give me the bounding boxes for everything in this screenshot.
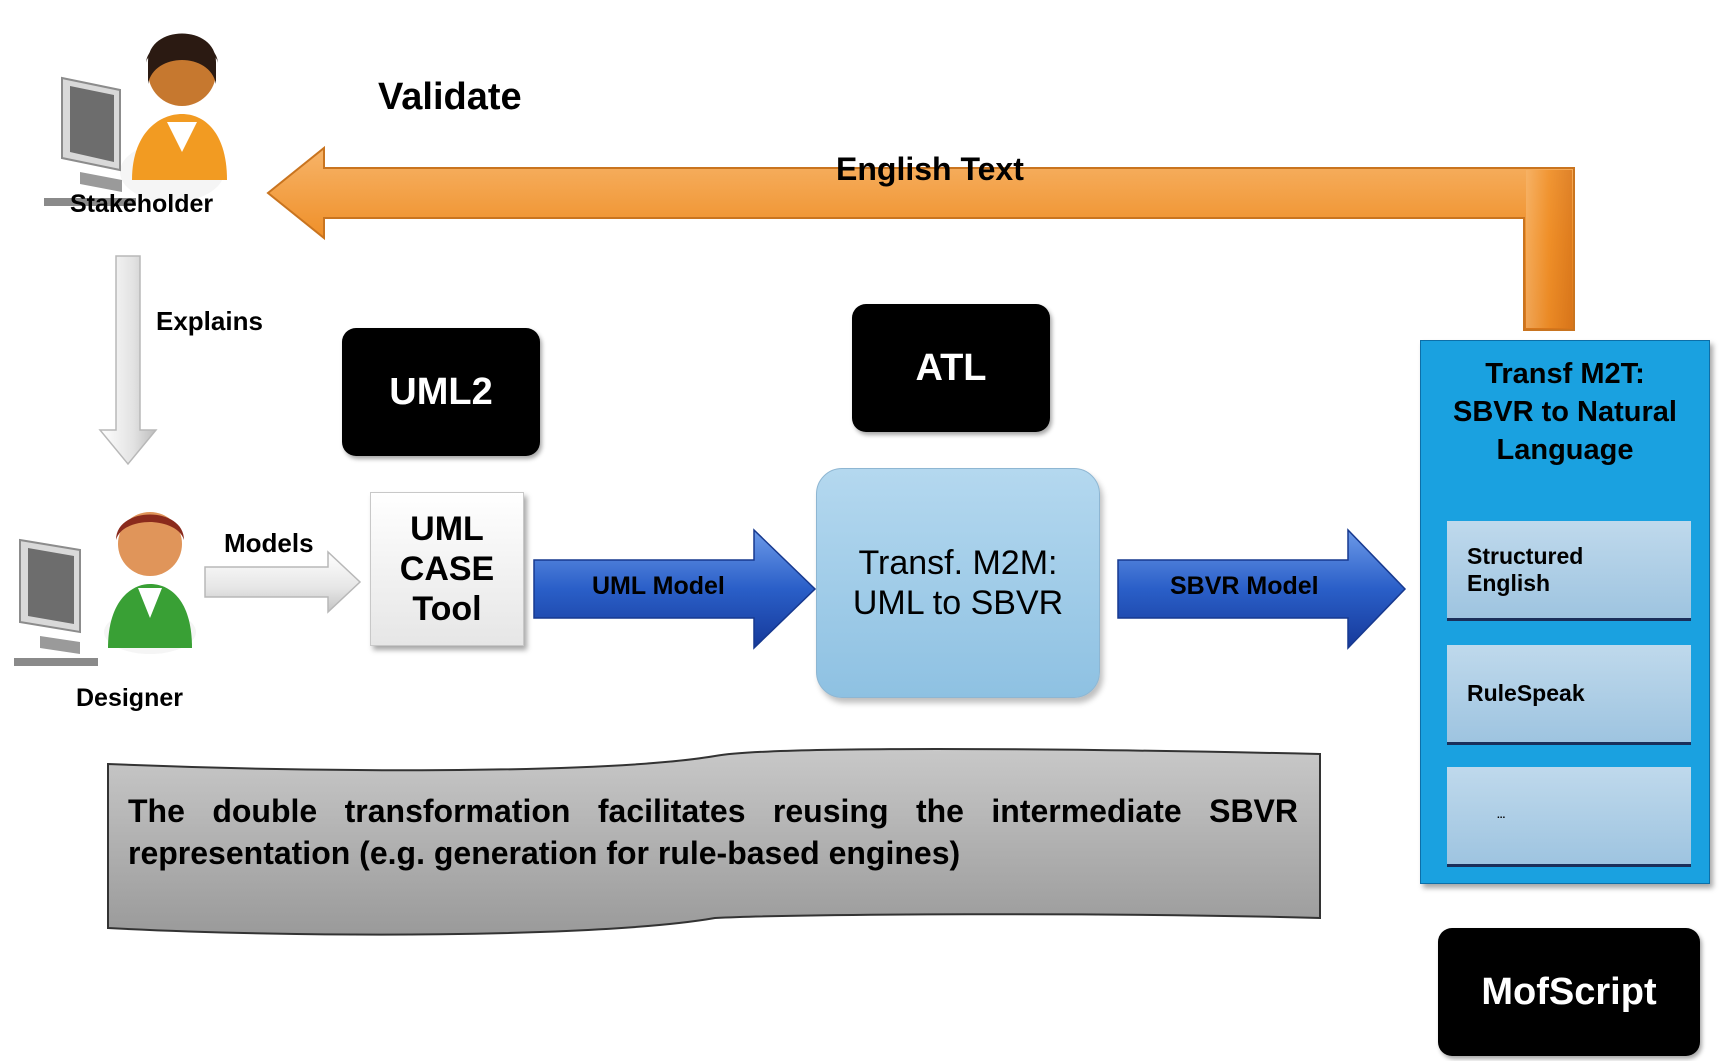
stakeholder-label: Stakeholder — [70, 190, 214, 218]
designer-label: Designer — [76, 684, 183, 712]
english-text-label: English Text — [836, 151, 1024, 187]
notation-other: ... — [1447, 767, 1691, 867]
note-text: The double transformation facilitates re… — [128, 793, 1298, 871]
explains-arrow — [98, 255, 158, 466]
notation-other-label: ... — [1497, 810, 1506, 821]
notation-structured-english: Structured English — [1447, 521, 1691, 621]
validate-arrow — [266, 145, 1575, 331]
atl-badge: ATL — [852, 304, 1050, 432]
uml-case-tool-node: UML CASE Tool — [370, 492, 524, 646]
stakeholder-icon — [44, 33, 227, 206]
notation-structured-english-line2: English — [1467, 569, 1551, 596]
uml2-badge: UML2 — [342, 328, 540, 456]
explains-label: Explains — [156, 306, 263, 336]
uml-case-tool-line2: CASE — [399, 550, 495, 588]
atl-badge-label: ATL — [915, 346, 987, 389]
m2m-line2: UML to SBVR — [852, 584, 1064, 622]
m2m-line1: Transf. M2M: — [858, 544, 1058, 582]
uml-model-arrow — [533, 528, 817, 650]
models-label: Models — [224, 528, 314, 558]
notation-structured-english-line1: Structured — [1467, 542, 1584, 569]
notation-rulespeak: RuleSpeak — [1447, 645, 1691, 745]
designer-icon — [14, 512, 196, 666]
notation-rulespeak-label: RuleSpeak — [1467, 680, 1585, 706]
m2t-line2: SBVR to Natural — [1453, 396, 1677, 428]
mofscript-badge: MofScript — [1438, 928, 1700, 1056]
uml-case-tool-line1: UML — [410, 510, 484, 548]
m2m-transformation-node: Transf. M2M: UML to SBVR — [816, 468, 1100, 698]
models-arrow — [204, 550, 362, 614]
uml2-badge-label: UML2 — [389, 370, 493, 413]
note-callout — [107, 748, 1321, 936]
m2t-line1: Transf M2T: — [1485, 358, 1645, 390]
validate-label: Validate — [378, 76, 522, 118]
uml-case-tool-line3: Tool — [412, 590, 482, 628]
mofscript-badge-label: MofScript — [1481, 970, 1657, 1013]
uml-model-label: UML Model — [592, 572, 725, 600]
m2t-transformation-node: Transf M2T: SBVR to Natural Language Str… — [1420, 340, 1710, 884]
sbvr-model-arrow — [1117, 528, 1407, 650]
m2t-title: Transf M2T: SBVR to Natural Language — [1421, 355, 1709, 469]
m2t-line3: Language — [1496, 434, 1634, 466]
sbvr-model-label: SBVR Model — [1170, 572, 1319, 600]
